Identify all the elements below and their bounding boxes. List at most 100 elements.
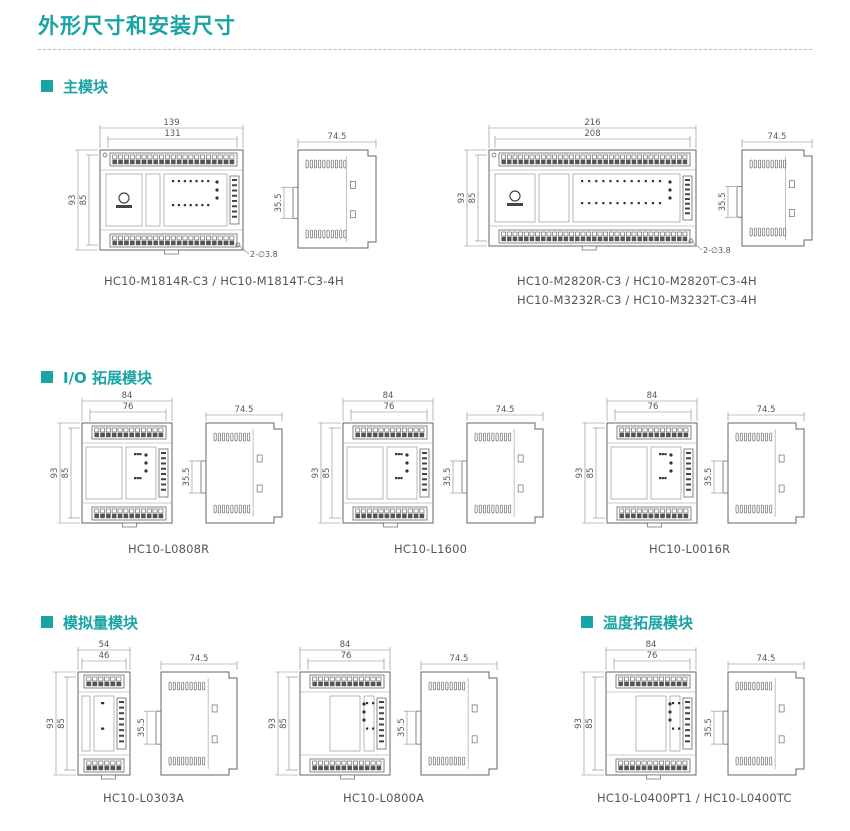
side-body <box>297 149 377 249</box>
status-led-err <box>405 469 409 473</box>
width-outer-dimension: 54 <box>77 640 131 670</box>
caption-hc10-l0400: HC10-L0400PT1 / HC10-L0400TC <box>597 791 792 805</box>
expansion-connector <box>116 697 127 750</box>
rail-dimension: 35.5 <box>182 460 200 494</box>
width-inner-dimension-label: 76 <box>123 402 134 412</box>
side-body <box>420 671 498 776</box>
side-view-hc10-l0303a: 74.5 35.5 <box>137 654 238 776</box>
vent-slots <box>305 159 347 239</box>
status-led-err <box>144 469 148 473</box>
width-inner-dimension: 76 <box>614 402 692 421</box>
bottom-terminal-block <box>83 758 125 773</box>
depth-dimension-label: 74.5 <box>190 654 209 664</box>
status-led-err <box>215 196 219 200</box>
depth-dimension: 74.5 <box>466 405 544 421</box>
rail-dimension-label: 35.5 <box>182 468 192 487</box>
height-outer-dimension: 93 <box>268 671 298 776</box>
width-outer-dimension: 84 <box>299 640 391 670</box>
height-inner-dimension: 85 <box>79 154 98 246</box>
mount-hole-dimension: 2-∅3.8 <box>690 240 731 255</box>
caption-hc10-l0303a: HC10-L0303A <box>103 791 185 805</box>
cover-panel <box>105 173 143 227</box>
depth-dimension: 74.5 <box>297 132 377 148</box>
width-outer-dimension-label: 84 <box>646 640 657 650</box>
status-led-run <box>668 188 672 192</box>
rail-dimension: 35.5 <box>704 460 722 494</box>
brand-logo-icon <box>507 190 523 206</box>
height-outer-dimension-label: 93 <box>50 468 60 479</box>
mount-hole-dimension: 2-∅3.8 <box>237 244 278 259</box>
rail-dimension-label: 35.5 <box>704 468 714 487</box>
front-cover <box>610 446 648 500</box>
top-terminal-block <box>309 674 385 689</box>
height-outer-dimension-label: 93 <box>68 195 78 206</box>
height-outer-dimension-label: 93 <box>575 468 585 479</box>
side-body <box>727 422 805 524</box>
width-outer-dimension-label: 216 <box>584 118 600 128</box>
status-led-err <box>668 718 672 722</box>
din-clip <box>101 774 116 780</box>
width-inner-dimension-label: 76 <box>648 402 659 412</box>
mount-hole-label: 2-∅3.8 <box>250 250 278 259</box>
height-outer-dimension: 93 <box>50 422 80 524</box>
vent-slots <box>168 681 206 766</box>
depth-dimension-label: 74.5 <box>235 405 254 415</box>
height-inner-dimension: 85 <box>61 427 80 519</box>
height-inner-dimension-label: 85 <box>586 468 596 479</box>
height-outer-dimension-label: 93 <box>311 468 321 479</box>
latch-icon <box>778 454 785 463</box>
side-body <box>727 671 805 776</box>
din-clip <box>383 522 398 528</box>
height-outer-dimension: 93 <box>575 422 605 524</box>
front-cover <box>329 695 361 752</box>
mount-hole-icon <box>688 238 694 244</box>
rail-dimension: 35.5 <box>718 186 736 218</box>
width-outer-dimension-label: 84 <box>122 391 133 401</box>
height-outer-dimension: 93 <box>574 671 604 776</box>
side-body <box>466 422 544 524</box>
status-led-pwr <box>215 180 219 184</box>
latch-icon <box>211 735 218 744</box>
din-rail-groove <box>722 710 728 745</box>
din-rail-groove <box>292 186 298 219</box>
width-outer-dimension-label: 139 <box>163 118 179 128</box>
depth-dimension-label: 74.5 <box>496 405 515 415</box>
depth-dimension: 74.5 <box>727 654 805 670</box>
rail-dimension-label: 35.5 <box>137 718 147 737</box>
front-cover <box>81 695 91 752</box>
status-led-err <box>668 196 672 200</box>
expansion-connector <box>229 175 240 225</box>
cover-panel <box>494 173 536 223</box>
height-outer-dimension: 93 <box>68 149 98 251</box>
bottom-terminal-block <box>352 506 428 521</box>
section-analog-modules: 模拟量模块 <box>41 612 138 632</box>
latch-icon <box>789 180 795 189</box>
latch-icon <box>471 735 478 744</box>
din-rail-groove <box>415 710 421 745</box>
mount-hole-icon <box>491 152 497 158</box>
din-clip <box>581 245 597 251</box>
expansion-connector <box>376 697 387 750</box>
bottom-terminal-block <box>309 758 385 773</box>
depth-dimension-label: 74.5 <box>757 654 776 664</box>
height-inner-dimension: 85 <box>322 427 341 519</box>
section-io-expansion: I/O 拓展模块 <box>41 367 152 387</box>
side-view-hc10-m1814: 74.535.5 <box>274 132 377 249</box>
rail-dimension-label: 35.5 <box>443 468 453 487</box>
caption-hc10-m1814: HC10-M1814R-C3 / HC10-M1814T-C3-4H <box>104 274 344 288</box>
din-clip <box>646 774 661 780</box>
height-inner-dimension-label: 85 <box>468 193 478 204</box>
expansion-connector <box>158 448 169 498</box>
width-inner-dimension: 208 <box>494 129 691 148</box>
status-led-pwr <box>669 453 673 457</box>
mount-hole-icon <box>235 242 241 248</box>
status-led-run <box>144 461 148 465</box>
width-outer-dimension: 84 <box>342 391 434 421</box>
din-clip <box>340 774 355 780</box>
led-indicator-panel <box>125 446 157 500</box>
caption-hc10-l0808r: HC10-L0808R <box>128 542 210 556</box>
latch-icon <box>778 704 785 713</box>
caption-hc10-l0800a: HC10-L0800A <box>343 791 425 805</box>
